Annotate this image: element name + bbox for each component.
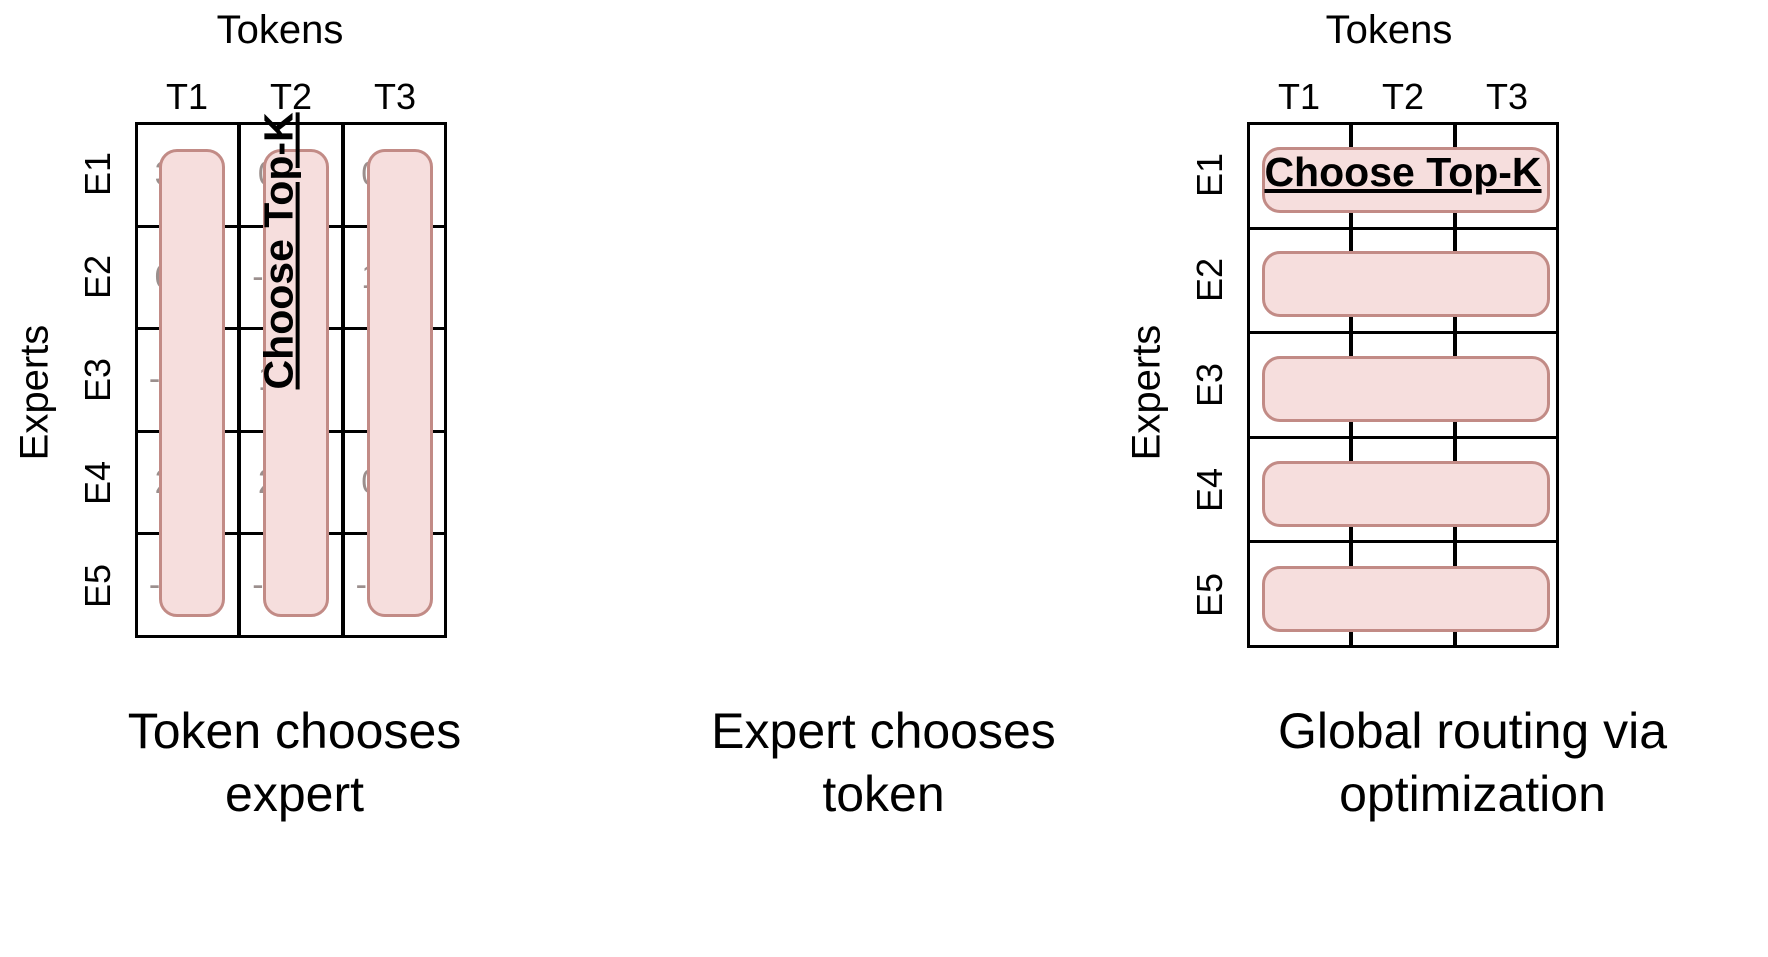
row-header-e5: E5 xyxy=(76,564,118,609)
matrix-row: 2.25 2.61 0.02 xyxy=(138,432,444,536)
matrix-cell: 1.58 xyxy=(1473,260,1540,299)
tokens-axis-label: Tokens xyxy=(216,8,344,52)
matrix-cell: 0.51 xyxy=(1250,229,1354,332)
row-header-e2: E2 xyxy=(76,254,118,299)
matrix-row: -2.81 -0.68 -0.41 xyxy=(138,535,444,635)
callout-choose-top-k: Choose Top-K xyxy=(1264,149,1542,195)
row-header-e4: E4 xyxy=(76,461,118,506)
panel-caption-line1: Token chooses xyxy=(127,703,462,759)
panel-caption: Expert chooses token xyxy=(589,700,1178,825)
panel-caption: Token chooses expert xyxy=(0,700,589,825)
panel-caption-line2: token xyxy=(822,765,945,822)
matrix-cell: -1.32 xyxy=(138,330,242,430)
panel-caption: Global routing via optimization xyxy=(1178,700,1767,825)
column-header-t1: T1 xyxy=(165,76,208,117)
matrix-cell: 0.02 xyxy=(1473,470,1540,509)
matrix-cell: 1.97 xyxy=(1353,334,1457,436)
matrix-row: -1.32 1.97 0.1 xyxy=(1250,334,1556,439)
matrix-cell: -1.32 xyxy=(1250,334,1354,436)
tokens-axis-label: Tokens xyxy=(1325,8,1453,52)
row-header-e1: E1 xyxy=(76,151,118,196)
matrix-row: 2.25 2.61 0.02 xyxy=(1250,438,1556,544)
panel-global-routing-via-optimization: Tokens T1 T2 T3 Experts E1 E2 E3 E4 E5 3… xyxy=(1178,0,1767,957)
matrix-cell: -0.68 xyxy=(1353,543,1457,645)
matrix-cell: 0.51 xyxy=(138,227,242,328)
matrix-cell: -2.81 xyxy=(1250,543,1354,645)
matrix-cell: -2.81 xyxy=(138,535,242,635)
matrix-cell: 0.74 xyxy=(361,155,428,194)
panel-token-chooses-expert: Tokens T1 T2 T3 Experts E1 E2 E3 E4 E5 3… xyxy=(0,0,589,957)
panel-caption-line2: optimization xyxy=(1339,765,1606,822)
callout-choose-top-k: Choose Top-K xyxy=(255,112,302,390)
matrix-row: -2.81 -0.68 -0.41 xyxy=(1250,543,1556,645)
panel-caption-line1: Global routing via xyxy=(1277,703,1668,759)
panel-expert-chooses-token: Tokens T1 T2 T3 Experts E1 E2 E3 E4 E5 3… xyxy=(589,0,1559,957)
column-header-t3: T3 xyxy=(373,76,416,117)
column-header-t1: T1 xyxy=(1277,76,1320,117)
matrix-cell: 2.61 xyxy=(241,432,345,533)
row-header-e3: E3 xyxy=(76,357,118,402)
column-header-t2: T2 xyxy=(1381,76,1424,117)
matrix-cell: 0.02 xyxy=(361,463,428,502)
matrix-cell: -0.25 xyxy=(1353,229,1457,332)
matrix-cell: -0.68 xyxy=(241,535,345,635)
matrix-cell: -0.41 xyxy=(1467,574,1546,613)
panel-caption-line2: expert xyxy=(225,765,364,822)
column-header-t3: T3 xyxy=(1485,76,1528,117)
matrix-cell: 3.13 xyxy=(138,125,242,225)
matrix-cell: 2.25 xyxy=(1250,438,1354,541)
experts-axis-label: Experts xyxy=(12,324,57,461)
matrix-cell: 2.61 xyxy=(1353,438,1457,541)
column-header-row: T1 T2 T3 xyxy=(135,76,447,118)
experts-axis-label: Experts xyxy=(1124,324,1169,461)
matrix-cell: -0.41 xyxy=(355,565,434,604)
matrix-row: 0.51 -0.25 1.58 xyxy=(1250,229,1556,335)
row-header-column: E1 E2 E3 E4 E5 xyxy=(75,122,121,638)
matrix-cell: 2.25 xyxy=(138,432,242,533)
column-header-row: T1 T2 T3 xyxy=(1247,76,1559,118)
matrix-cell: 0.1 xyxy=(1482,365,1530,404)
score-matrix-grid: 3.13 0.14 0.74 0.51 -0.25 1.58 -1.32 1.9… xyxy=(1247,122,1559,648)
column-header-t2: T2 xyxy=(269,76,312,117)
matrix-cell: 1.58 xyxy=(361,257,428,296)
matrix-cell: 0.1 xyxy=(370,360,418,399)
panel-caption-line1: Expert chooses xyxy=(711,703,1056,759)
